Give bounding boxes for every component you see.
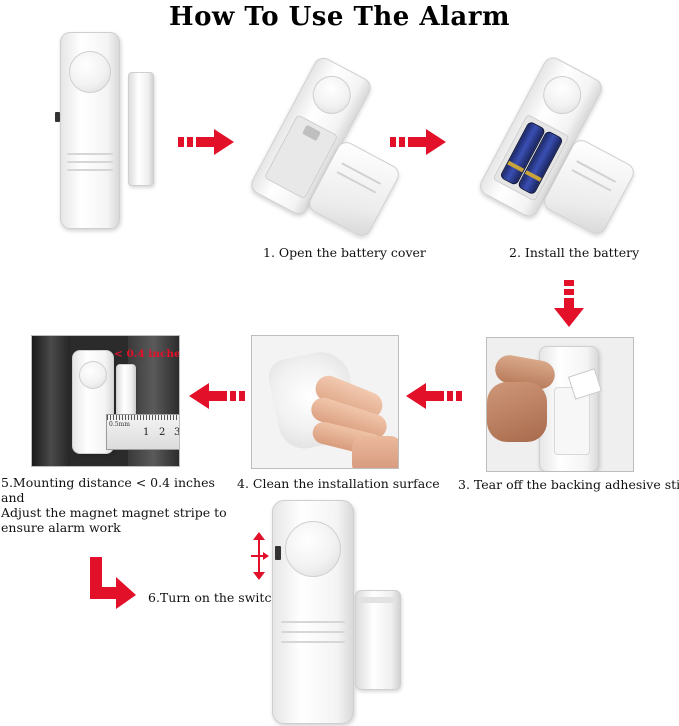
step-6-caption: 6.Turn on the switch <box>148 590 280 605</box>
magnet-bar <box>128 72 154 186</box>
cleaning-photo <box>251 335 399 469</box>
sticker-photo <box>486 337 634 472</box>
step-5-line-2: Adjust the magnet magnet stripe to <box>1 505 227 520</box>
ruler-tick-label: 2 <box>159 427 166 438</box>
power-switch <box>275 546 281 560</box>
step-2-caption: 2. Install the battery <box>509 245 640 260</box>
mounting-photo: < 0.4 inches 0.5mm 1 2 3 <box>31 335 180 467</box>
arrow-turn-right-icon <box>90 557 136 609</box>
siren-speaker <box>285 521 341 577</box>
alarm-assembled-image <box>52 32 172 232</box>
distance-label: < 0.4 inches <box>114 348 180 360</box>
double-arrow-vertical-icon <box>251 532 269 580</box>
step-1-caption: 1. Open the battery cover <box>263 245 426 260</box>
open-cover-image <box>240 52 403 240</box>
step-4-caption: 4. Clean the installation surface <box>237 476 440 491</box>
arrow-left-icon <box>406 383 462 409</box>
alarm-body-final <box>272 500 354 724</box>
arrow-left-icon <box>189 383 245 409</box>
step-5-line-3: ensure alarm work <box>1 520 121 535</box>
magnet-bar <box>355 590 401 690</box>
arrow-down-icon <box>554 280 584 327</box>
siren-speaker <box>306 69 358 121</box>
alarm-body <box>60 32 120 229</box>
power-switch <box>55 112 60 122</box>
page-title: How To Use The Alarm <box>169 2 510 32</box>
ruler-tick-label: 1 <box>143 427 150 438</box>
arrow-right-icon <box>178 129 234 155</box>
siren-speaker <box>536 69 588 121</box>
ruler-tick-label: 3 <box>174 427 180 438</box>
install-battery-image <box>465 52 638 238</box>
step-5-caption: 5.Mounting distance < 0.4 inches and Adj… <box>1 475 236 535</box>
alarm-body <box>72 350 114 454</box>
arrow-right-icon <box>390 129 446 155</box>
step-5-line-1: 5.Mounting distance < 0.4 inches and <box>1 475 215 505</box>
siren-speaker <box>69 51 111 93</box>
step-3-caption: 3. Tear off the backing adhesive sticker <box>458 477 679 492</box>
ruler: 0.5mm 1 2 3 <box>106 414 180 450</box>
